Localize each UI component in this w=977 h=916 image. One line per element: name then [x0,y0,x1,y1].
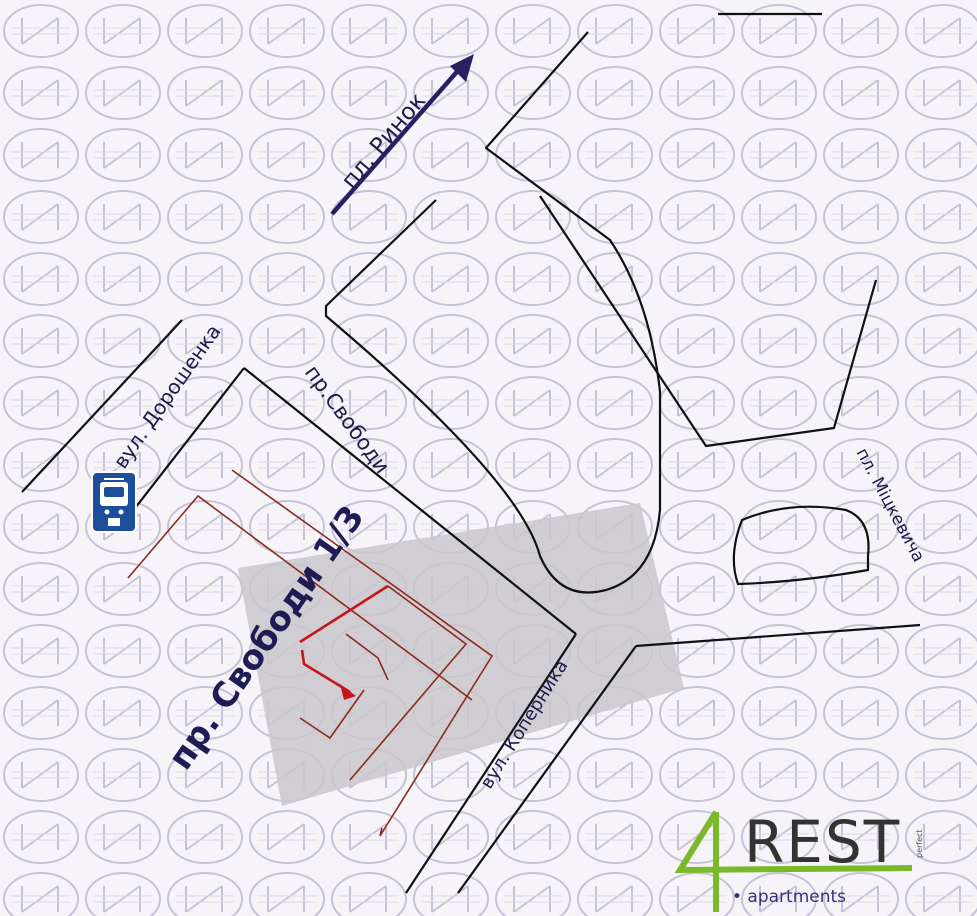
building-outline-west [127,494,473,701]
road-south-east [635,623,921,648]
logo-sub: • apartments [732,887,846,907]
road-svobody-west-edge [243,367,577,635]
roads [21,12,921,894]
road-kopernyka-west [405,633,577,894]
route-segment-inside [300,649,351,694]
highlight-area [238,503,684,806]
tram-stop-icon [91,471,137,533]
square-mitskevycha [732,505,870,586]
building-outline-courtyard [345,633,389,681]
route-arrow-head [340,684,356,700]
road-svobody-median [324,31,662,594]
logo-digit-mark [674,810,913,874]
building-outline-small [299,689,365,740]
road-east-block [539,195,878,448]
route-arrow [299,584,389,694]
building-outline-inner [349,585,468,781]
road-doroshenka-inner [117,367,245,531]
logo-word: REST [744,808,901,876]
building-outline-outer [231,469,494,837]
direction-arrow-line [330,64,464,216]
road-kopernyka-east [457,645,637,894]
road-doroshenka-outer [21,319,183,493]
logo: REST perfect • apartments [674,808,924,912]
arrow-up-right-icon [450,54,474,82]
route-segment-entrance [299,584,389,644]
logo-tiny: perfect [915,829,924,858]
building-outlines [127,469,494,837]
